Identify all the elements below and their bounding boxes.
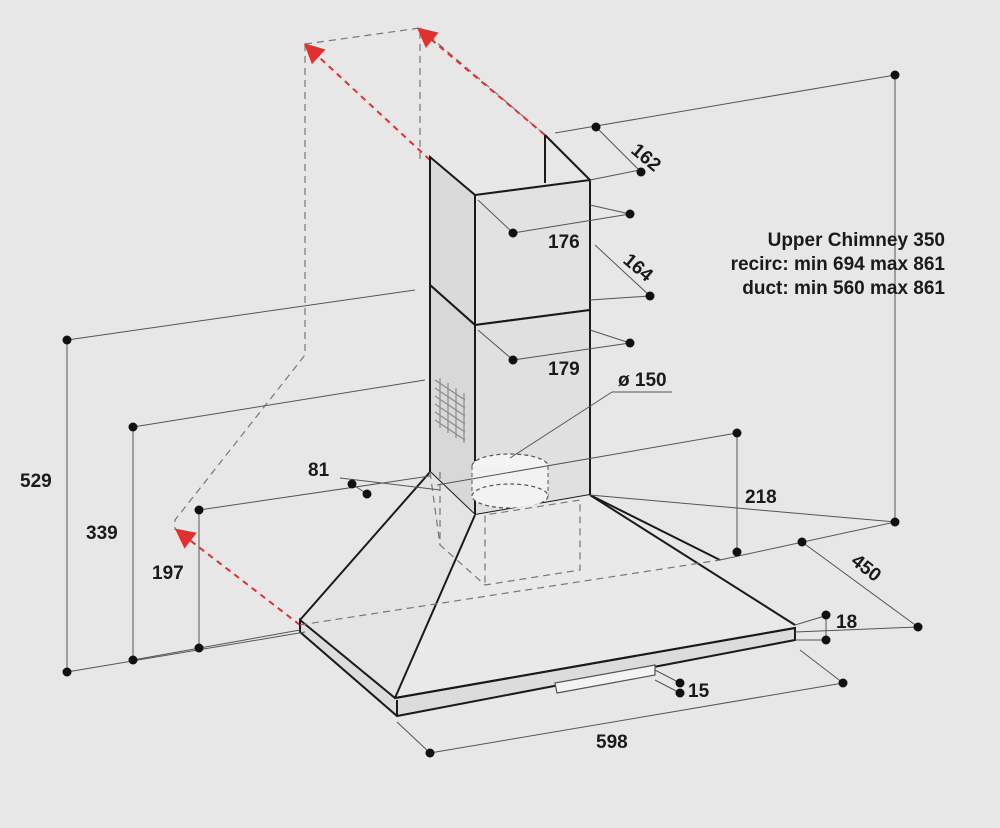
- note-line-recirc: recirc: min 694 max 861: [731, 254, 946, 275]
- dim-529-label: 529: [20, 471, 52, 492]
- vent-grille: [434, 378, 466, 443]
- dim-197-label: 197: [152, 563, 184, 584]
- dim-162-label: 162: [627, 140, 665, 176]
- dimension-lines: [66, 74, 919, 754]
- note-line-upper-chimney: Upper Chimney 350: [768, 230, 945, 251]
- dim-81-label: 81: [308, 460, 330, 481]
- dim-598-label: 598: [596, 732, 628, 753]
- dim-150-diameter-label: ø 150: [618, 370, 667, 391]
- red-extension-arrows: [174, 27, 546, 626]
- dim-218-label: 218: [745, 487, 777, 508]
- upper-chimney-note: Upper Chimney 350 recirc: min 694 max 86…: [731, 230, 946, 299]
- dim-18-label: 18: [836, 612, 857, 633]
- hood-canopy: [299, 471, 796, 718]
- dim-179-label: 179: [548, 359, 580, 380]
- dim-15-label: 15: [688, 681, 710, 702]
- dim-164-label: 164: [619, 250, 657, 287]
- dim-450-label: 450: [847, 550, 885, 586]
- dimension-dots: [62, 70, 923, 758]
- note-line-duct: duct: min 560 max 861: [742, 278, 945, 299]
- upper-chimney: [429, 134, 591, 328]
- duct-outlet: [471, 453, 549, 509]
- dim-339-label: 339: [86, 523, 118, 544]
- dim-176-label: 176: [548, 232, 580, 253]
